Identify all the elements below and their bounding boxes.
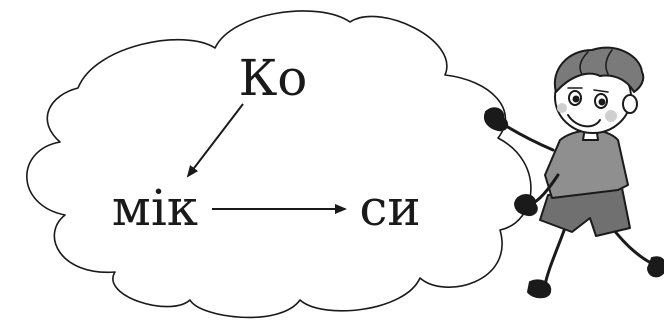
- thought-cloud: [26, 10, 532, 319]
- boy-character: [484, 46, 664, 299]
- syllable-sy: си: [359, 179, 420, 237]
- boy-upper-hand-icon: [484, 107, 509, 132]
- boy-cheek-right: [605, 110, 617, 122]
- syllable-mik: мік: [112, 179, 198, 237]
- boy-left-leg: [543, 226, 567, 287]
- arrow-ko-to-mik: [186, 103, 244, 178]
- boy-smile: [567, 114, 601, 128]
- boy-left-shoe-icon: [527, 279, 552, 299]
- boy-shorts: [539, 187, 631, 237]
- boy-cheek-left: [557, 103, 567, 113]
- syllable-ko: Ко: [239, 49, 308, 107]
- boy-ear: [622, 94, 638, 114]
- boy-right-shoe-icon: [647, 256, 664, 278]
- boy-hair: [553, 46, 645, 93]
- boy-lower-hand-icon: [514, 194, 538, 216]
- boy-shirt: [544, 129, 629, 199]
